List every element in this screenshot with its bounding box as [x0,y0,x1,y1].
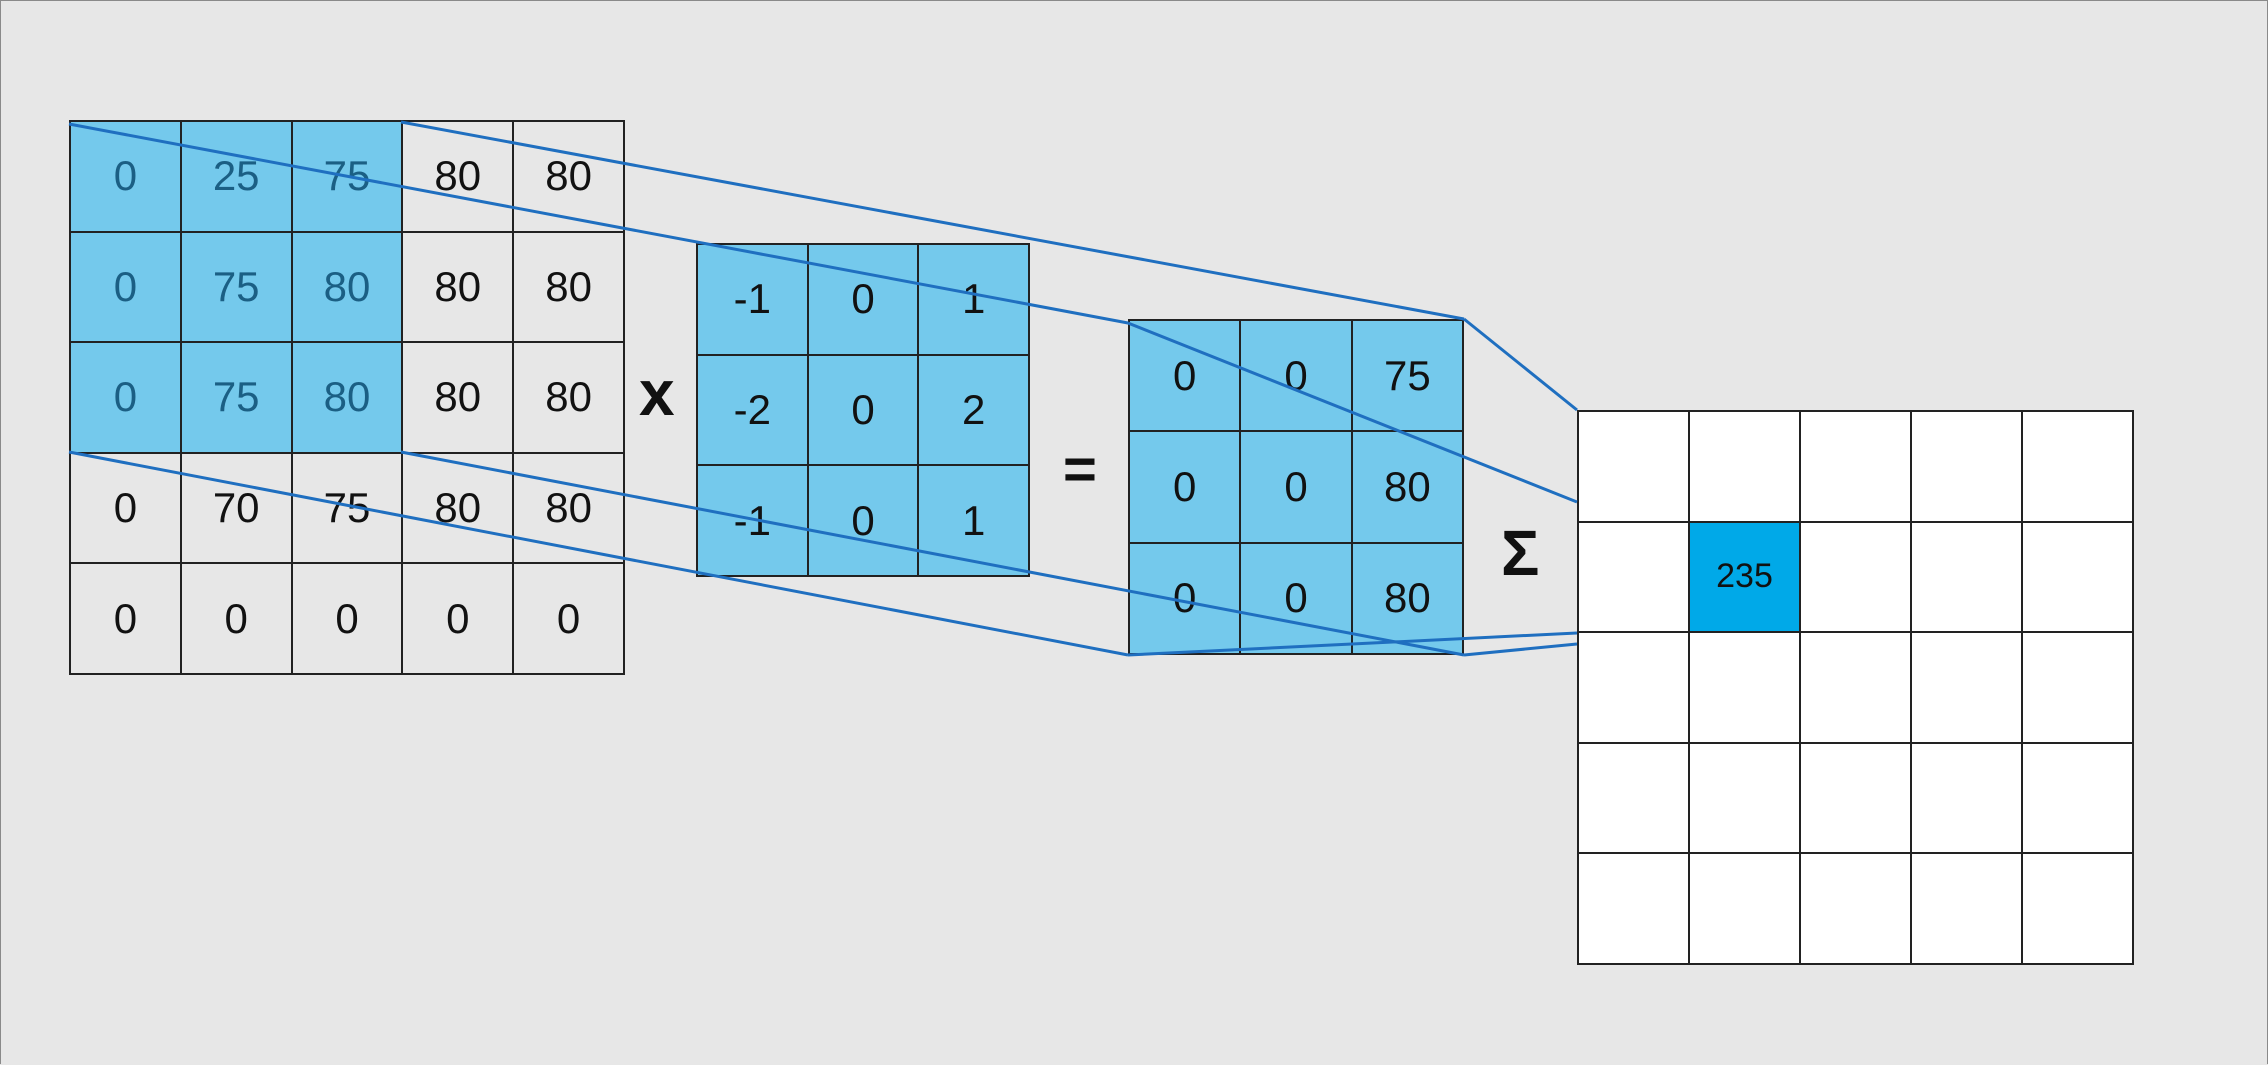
output-matrix-cell [1690,633,1801,744]
kernel-matrix-cell: -2 [698,355,809,467]
product-matrix-cell: 80 [1352,432,1464,544]
input-matrix-cell: 80 [514,122,625,233]
product-matrix-cell: 0 [1130,543,1242,655]
input-matrix-cell: 0 [71,343,182,454]
output-matrix-cell [1579,412,1690,523]
kernel-matrix-cell: 0 [808,466,920,577]
output-matrix-cell [2023,854,2134,965]
equals-operator: = [1063,437,1097,502]
output-matrix-cell [1801,522,1912,634]
output-matrix-cell [2023,522,2134,634]
product-matrix-cell: 75 [1352,321,1464,433]
input-matrix-cell: 0 [292,564,404,675]
kernel-matrix-cell: 0 [808,245,920,356]
kernel-matrix-cell: 1 [919,466,1030,577]
product-matrix-cell: 0 [1130,432,1242,544]
input-matrix-cell: 75 [181,232,293,344]
connector-line [1463,317,1578,412]
input-matrix-cell: 80 [514,343,625,454]
kernel-matrix-cell: -1 [698,245,809,356]
output-matrix-cell [1801,633,1912,744]
connector-line [1463,642,1578,657]
output-matrix-cell [1801,743,1912,855]
input-matrix-cell: 75 [292,122,404,233]
kernel-matrix-cell: 0 [808,355,920,467]
product-matrix-cell: 0 [1241,432,1353,544]
input-matrix-cell: 25 [181,122,293,233]
kernel-matrix-cell: -1 [698,466,809,577]
output-matrix-cell [1690,412,1801,523]
output-matrix-cell [2023,633,2134,744]
input-matrix-cell: 80 [403,343,515,454]
input-matrix-cell: 80 [403,232,515,344]
multiply-operator: x [639,357,675,429]
input-matrix-cell: 75 [181,343,293,454]
output-matrix-cell [1912,522,2023,634]
output-matrix-cell [1912,743,2023,855]
output-matrix-cell [1690,854,1801,965]
product-matrix-cell: 0 [1130,321,1242,433]
input-matrix-cell: 0 [71,122,182,233]
output-matrix-cell [1912,412,2023,523]
output-matrix-cell [1579,633,1690,744]
input-matrix-cell: 0 [514,564,625,675]
kernel-matrix-cell: 2 [919,355,1030,467]
kernel-matrix-cell: 1 [919,245,1030,356]
input-matrix-cell: 0 [181,564,293,675]
output-matrix-cell [1690,743,1801,855]
output-matrix-cell [1801,412,1912,523]
input-matrix-cell: 80 [292,343,404,454]
output-matrix-cell [1579,522,1690,634]
output-matrix: 235 [1577,410,2134,965]
output-matrix-cell [1912,854,2023,965]
output-matrix-cell [1912,633,2023,744]
input-matrix-cell: 0 [403,564,515,675]
product-matrix-cell: 0 [1241,321,1353,433]
input-matrix-cell: 80 [514,453,625,565]
input-matrix-cell: 75 [292,453,404,565]
input-matrix-cell: 80 [514,232,625,344]
output-matrix-cell [1801,854,1912,965]
output-result-cell: 235 [1690,522,1801,634]
output-matrix-cell [2023,412,2134,523]
sum-operator: Σ [1501,517,1540,589]
input-matrix-cell: 80 [403,453,515,565]
input-matrix-cell: 80 [403,122,515,233]
output-matrix-cell [1579,854,1690,965]
input-matrix-cell: 0 [71,564,182,675]
input-matrix-cell: 0 [71,232,182,344]
output-matrix-cell [2023,743,2134,855]
output-matrix-cell [1579,743,1690,855]
input-matrix-cell: 0 [71,453,182,565]
input-matrix-cell: 80 [292,232,404,344]
input-matrix-cell: 70 [181,453,293,565]
product-matrix-cell: 80 [1352,543,1464,655]
product-matrix-cell: 0 [1241,543,1353,655]
